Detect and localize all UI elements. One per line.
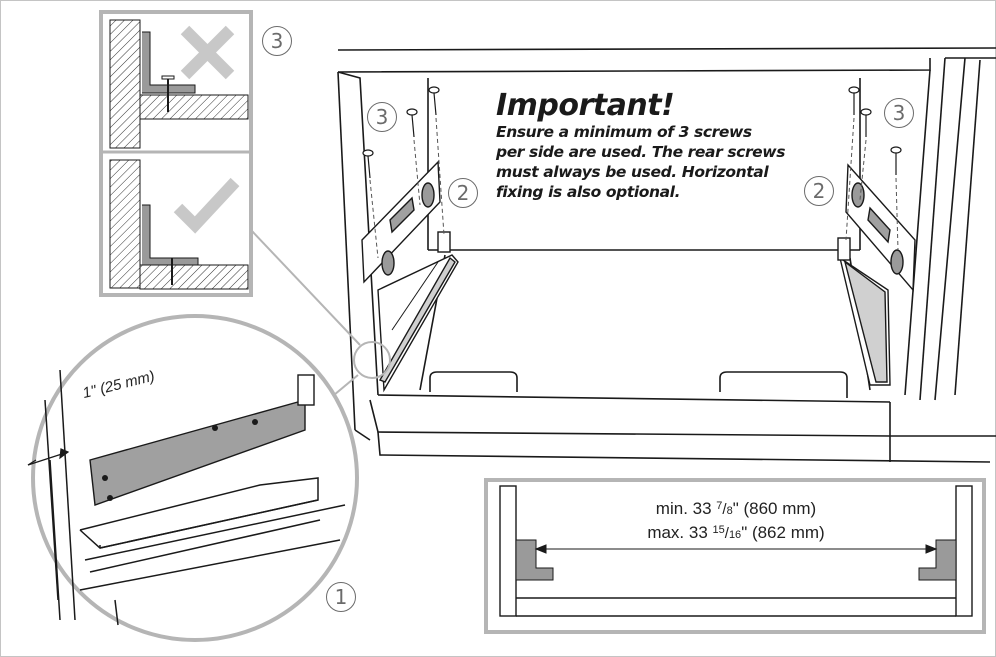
callout-step-2-right: 2 — [804, 176, 834, 206]
callout-step-3-left: 3 — [367, 102, 397, 132]
important-line-1: Ensure a minimum of 3 screws — [496, 123, 752, 141]
callout-step-3-right: 3 — [884, 98, 914, 128]
important-title: Important! — [496, 88, 675, 123]
screw-icon — [890, 146, 902, 175]
screw-detail-inset — [99, 10, 253, 297]
width-panel — [484, 478, 986, 634]
screw-icon — [406, 108, 418, 138]
screw-icon — [362, 149, 374, 179]
callout-step-1: 1 — [326, 582, 356, 612]
screws — [362, 86, 902, 179]
left-runner — [361, 160, 459, 393]
callout-step-3-detail: 3 — [262, 26, 292, 56]
check-icon — [173, 177, 240, 234]
screw-icon — [860, 108, 872, 137]
right-runner — [837, 163, 916, 386]
min-width-label: min. 33 7/8" (860 mm) — [655, 499, 817, 518]
screw-icon — [428, 86, 440, 116]
bracket-detail-circle — [27, 314, 359, 642]
cabinet — [337, 47, 996, 463]
screw-guides — [369, 117, 899, 259]
max-width-label: max. 33 15/16" (862 mm) — [647, 523, 825, 542]
screw-icon — [848, 86, 860, 115]
important-line-3: must always be used. Horizontal — [496, 163, 769, 181]
important-line-4: fixing is also optional. — [496, 183, 681, 201]
important-note: Important! Ensure a minimum of 3 screws … — [496, 90, 816, 202]
callout-step-2-left: 2 — [448, 178, 478, 208]
cross-icon — [180, 25, 235, 80]
important-line-2: per side are used. The rear screws — [496, 143, 786, 161]
